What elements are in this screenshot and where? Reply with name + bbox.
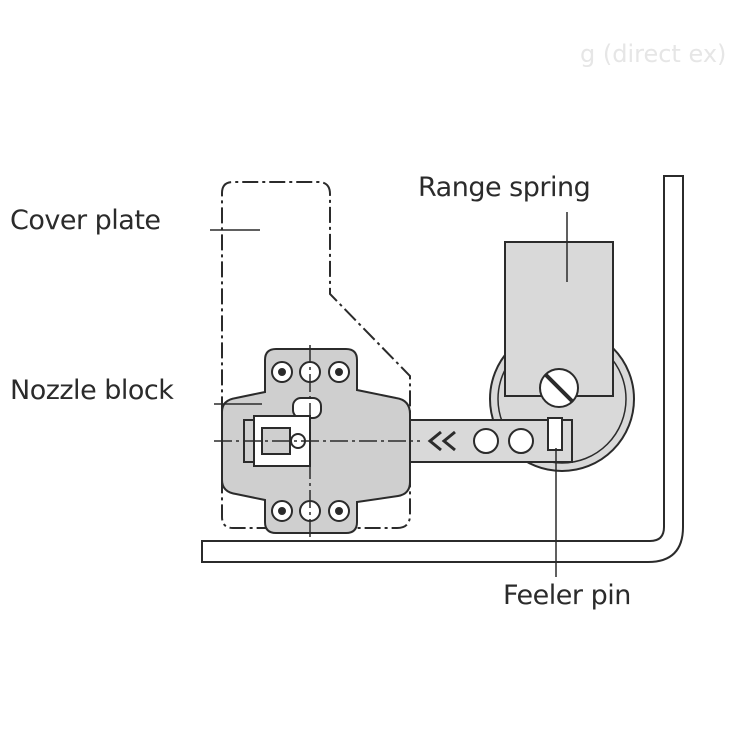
lever-hole-2	[508, 428, 534, 454]
bracket	[201, 175, 684, 563]
watermark-text: g (direct ex)	[580, 40, 727, 68]
label-range-spring: Range spring	[418, 172, 591, 203]
feeler-pin	[547, 417, 563, 451]
label-nozzle-block: Nozzle block	[10, 375, 174, 406]
chevron-icon	[427, 430, 456, 452]
label-cover-plate: Cover plate	[10, 205, 161, 236]
cover-plate-outline	[221, 181, 411, 529]
label-feeler-pin: Feeler pin	[503, 580, 631, 611]
screw-slot	[543, 372, 575, 404]
lever-hole-1	[473, 428, 499, 454]
